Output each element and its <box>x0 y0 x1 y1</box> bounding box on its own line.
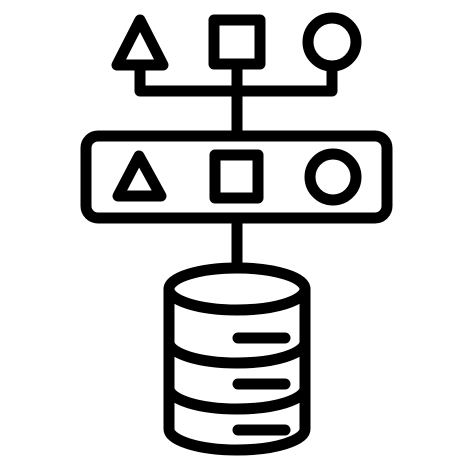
top-triangle-icon <box>111 14 169 71</box>
database-layer-divider-1 <box>163 336 311 369</box>
database-top-icon <box>163 262 311 316</box>
top-square-icon <box>208 14 266 70</box>
panel-square-icon <box>209 149 264 204</box>
database-layer-divider-2 <box>163 382 311 415</box>
database-body-icon <box>163 283 311 456</box>
panel-triangle-icon <box>112 150 167 202</box>
top-circle-icon <box>302 12 362 72</box>
top-connector-lines <box>134 58 338 142</box>
panel-circle-icon <box>304 148 362 206</box>
